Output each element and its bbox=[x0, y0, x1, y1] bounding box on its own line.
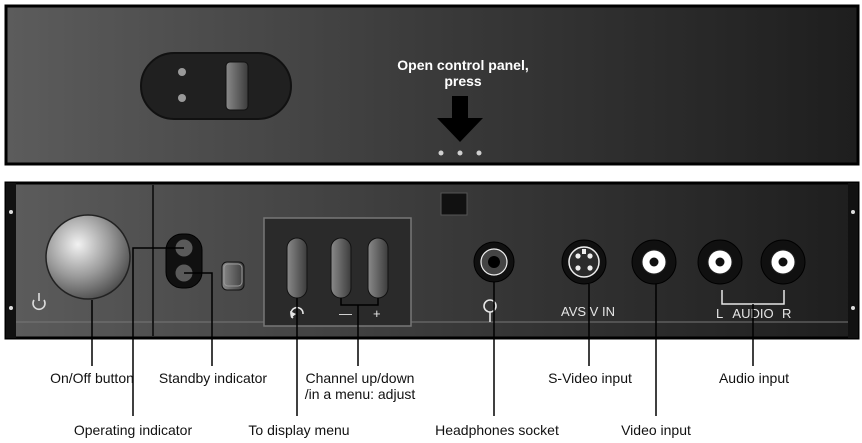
label-operating-indicator: Operating indicator bbox=[74, 422, 193, 438]
label-audio-input: Audio input bbox=[719, 370, 789, 386]
menu-button[interactable] bbox=[286, 237, 308, 299]
closed-panel-body bbox=[4, 4, 860, 166]
press-dot-1 bbox=[438, 150, 444, 156]
headphones-icon bbox=[483, 299, 497, 322]
plus-mark: + bbox=[373, 306, 381, 321]
headphones-socket-hole bbox=[488, 256, 500, 268]
press-dot-3 bbox=[476, 150, 482, 156]
open-panel-instruction-line1: Open control panel, bbox=[397, 57, 528, 73]
right-edge bbox=[848, 183, 858, 338]
audio-l-mark: L bbox=[716, 306, 723, 321]
channel-up-button[interactable] bbox=[367, 237, 389, 299]
label-headphones-socket: Headphones socket bbox=[435, 422, 559, 438]
open-panel-instruction-line2: press bbox=[444, 73, 482, 89]
slider-knob[interactable] bbox=[225, 61, 249, 111]
leader-channel-bracket bbox=[340, 298, 379, 306]
leader-operating-indicator bbox=[132, 247, 184, 416]
label-svideo-input: S-Video input bbox=[548, 370, 632, 386]
leader-standby-indicator bbox=[184, 272, 213, 366]
leader-lines bbox=[91, 247, 754, 416]
left-screw-bottom bbox=[9, 306, 13, 310]
label-channel-line1: Channel up/down bbox=[306, 370, 415, 386]
minus-mark: — bbox=[339, 306, 352, 321]
label-display-menu: To display menu bbox=[248, 422, 349, 438]
label-standby-indicator: Standby indicator bbox=[159, 370, 268, 386]
channel-down-button[interactable] bbox=[330, 237, 352, 299]
ir-sensor bbox=[440, 192, 468, 216]
video-input-hole bbox=[649, 257, 659, 267]
audio-left-hole bbox=[715, 257, 725, 267]
svideo-pin-1 bbox=[575, 253, 581, 259]
svideo-pin-3 bbox=[575, 265, 581, 271]
side-toggle-highlight bbox=[223, 263, 243, 287]
return-arrow-icon bbox=[290, 306, 304, 319]
on-off-button[interactable] bbox=[45, 214, 131, 300]
svideo-pin-2 bbox=[587, 253, 593, 259]
svideo-key bbox=[582, 249, 586, 254]
label-channel-line2: /in a menu: adjust bbox=[305, 386, 416, 402]
audio-r-mark: R bbox=[782, 306, 791, 321]
slider-dot-top bbox=[178, 68, 186, 76]
label-on-off-button: On/Off button bbox=[50, 370, 134, 386]
closed-panel: Open control panel, press bbox=[4, 4, 860, 166]
slider-dot-bottom bbox=[178, 94, 186, 102]
slider-recess bbox=[140, 52, 292, 120]
left-edge bbox=[6, 183, 16, 338]
right-screw-bottom bbox=[851, 306, 855, 310]
svideo-pin-4 bbox=[587, 265, 593, 271]
right-screw-top bbox=[851, 210, 855, 214]
press-dot-2 bbox=[457, 150, 463, 156]
audio-right-hole bbox=[778, 257, 788, 267]
power-icon bbox=[32, 293, 46, 311]
left-screw-top bbox=[9, 210, 13, 214]
side-toggle[interactable] bbox=[221, 261, 245, 291]
open-panel: — + AVS V IN L bbox=[4, 181, 860, 340]
press-arrow-icon bbox=[437, 96, 483, 142]
svideo-mark: AVS V IN bbox=[561, 304, 615, 319]
label-video-input: Video input bbox=[621, 422, 691, 438]
